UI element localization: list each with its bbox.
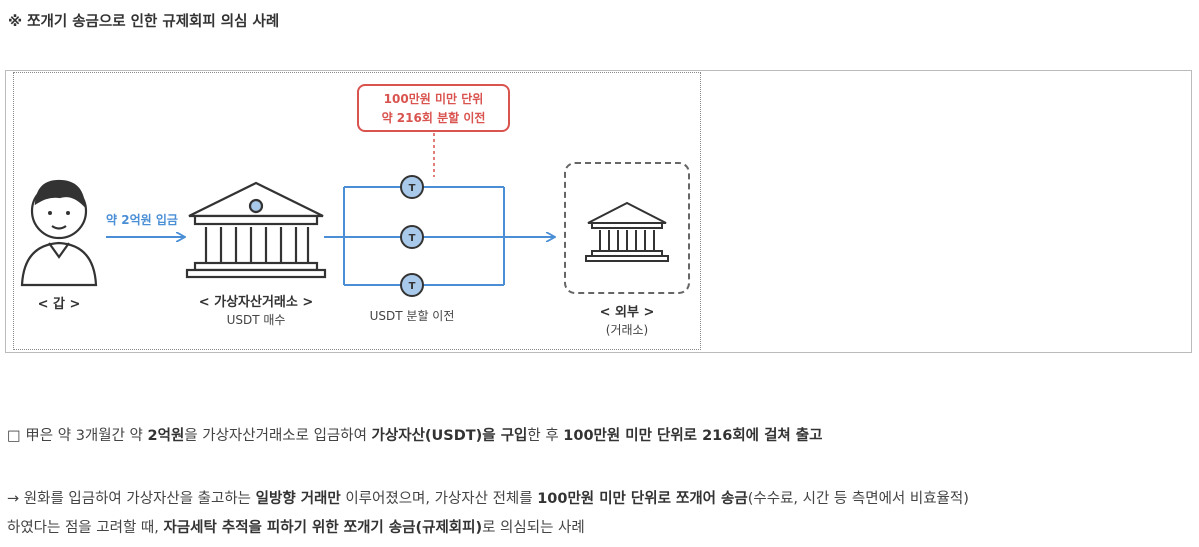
text-span: (수수료, 시간 등 측면에서 비효율적) bbox=[747, 491, 969, 507]
exchange-building-icon bbox=[185, 181, 327, 279]
bold-span: 2억원 bbox=[147, 428, 185, 444]
text-span: → 원화를 입금하여 가상자산을 출고하는 bbox=[7, 491, 256, 507]
deposit-label: 약 2억원 입금 bbox=[106, 213, 178, 227]
split-flow-lines bbox=[324, 186, 554, 286]
section-heading: ※ 쪼개기 송금으로 인한 규제회피 의심 사례 bbox=[8, 14, 280, 30]
exchange-label: < 가상자산거래소 > bbox=[198, 295, 314, 310]
bold-span: 100만원 미만 단위로 216회에 걸쳐 출고 bbox=[563, 428, 823, 444]
external-label: < 외부 > bbox=[599, 305, 655, 320]
text-span: 로 의심되는 사례 bbox=[482, 520, 585, 536]
text-span: 하였다는 점을 고려할 때, bbox=[7, 520, 164, 536]
split-transfer-label: USDT 분할 이전 bbox=[369, 309, 455, 323]
figure-frame bbox=[5, 70, 1192, 353]
token-icon-3: T bbox=[400, 273, 424, 297]
svg-text:T: T bbox=[409, 233, 416, 244]
case-analysis-line-1: → 원화를 입금하여 가상자산을 출고하는 일방향 거래만 이루어졌으며, 가상… bbox=[7, 487, 969, 508]
external-box bbox=[564, 162, 690, 294]
token-icon-2: T bbox=[400, 225, 424, 249]
text-span: 을 가상자산거래소로 입금하여 bbox=[184, 428, 372, 444]
case-analysis-line-2: 하였다는 점을 고려할 때, 자금세탁 추적을 피하기 위한 쪼개기 송금(규제… bbox=[7, 516, 585, 537]
text-span: 이루어졌으며, 가상자산 전체를 bbox=[340, 491, 538, 507]
person-label: < 갑 > bbox=[37, 297, 81, 312]
external-building-icon bbox=[585, 201, 669, 262]
bold-span: 100만원 미만 단위로 쪼개어 송금 bbox=[537, 491, 748, 507]
svg-text:T: T bbox=[409, 183, 416, 194]
note-line-1: 100만원 미만 단위 bbox=[383, 92, 484, 106]
external-sub-label: (거래소) bbox=[605, 323, 649, 337]
text-span: □ 甲은 약 3개월간 약 bbox=[7, 428, 148, 444]
text-span: 한 후 bbox=[527, 428, 564, 444]
case-summary: □ 甲은 약 3개월간 약 2억원을 가상자산거래소로 입금하여 가상자산(US… bbox=[7, 424, 822, 445]
exchange-sub-label: USDT 매수 bbox=[226, 313, 286, 327]
diagram-graphic: T T T bbox=[20, 133, 690, 297]
bold-span: 일방향 거래만 bbox=[255, 491, 341, 507]
note-line-2: 약 216회 분할 이전 bbox=[381, 111, 486, 125]
split-transfer-diagram: T T T 100만원 미만 단위 약 216회 분할 이전 bbox=[13, 72, 701, 350]
bold-span: 자금세탁 추적을 피하기 위한 쪼개기 송금(규제회피) bbox=[163, 520, 483, 536]
person-icon bbox=[20, 179, 98, 287]
split-note-box: 100만원 미만 단위 약 216회 분할 이전 bbox=[357, 84, 510, 132]
token-icon-1: T bbox=[400, 175, 424, 199]
svg-text:T: T bbox=[409, 281, 416, 292]
bold-span: 가상자산(USDT)을 구입 bbox=[371, 428, 528, 444]
